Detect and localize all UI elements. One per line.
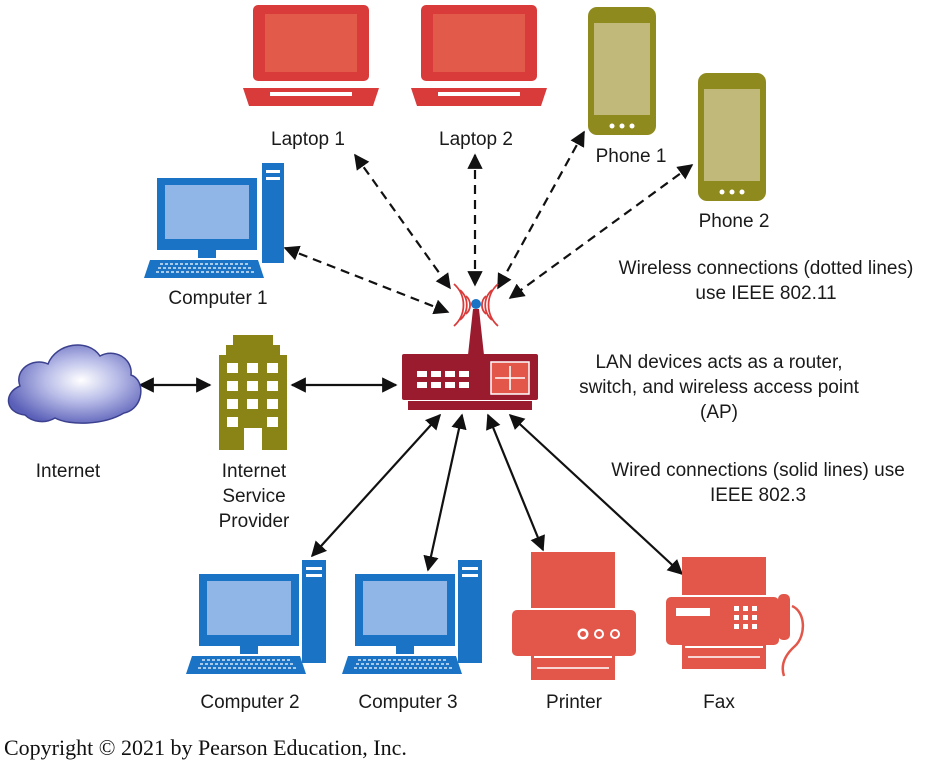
phone-icon xyxy=(698,73,766,201)
wifi-signal-icon xyxy=(453,283,499,327)
link-printer xyxy=(486,413,545,552)
desktop-computer-icon xyxy=(342,560,482,674)
phone-2-label: Phone 2 xyxy=(699,211,770,232)
isp-label-line1: Internet xyxy=(222,461,287,482)
isp-label-line2: Service xyxy=(222,486,285,507)
desktop-computer-icon xyxy=(186,560,326,674)
link-computer1 xyxy=(283,245,450,315)
computer-2-label: Computer 2 xyxy=(200,692,299,713)
lan-note: LAN devices acts as a router, switch, an… xyxy=(579,352,860,423)
computer-2: Computer 2 xyxy=(186,560,326,713)
computer-3-label: Computer 3 xyxy=(358,692,457,713)
link-computer3 xyxy=(423,413,467,572)
lan-note-line3: (AP) xyxy=(700,402,738,423)
fax: Fax xyxy=(666,557,805,713)
wired-note-line2: IEEE 802.3 xyxy=(710,485,806,506)
laptop-1: Laptop 1 xyxy=(243,5,379,150)
copyright-text: Copyright © 2021 by Pearson Education, I… xyxy=(4,735,407,760)
link-fax xyxy=(508,413,684,576)
phone-2: Phone 2 xyxy=(698,73,769,232)
wireless-connections xyxy=(283,130,694,315)
link-computer2 xyxy=(310,413,442,558)
wireless-note-line1: Wireless connections (dotted lines) xyxy=(619,258,914,279)
phone-icon xyxy=(588,7,656,135)
wireless-note: Wireless connections (dotted lines) use … xyxy=(619,258,914,304)
lan-note-line1: LAN devices acts as a router, xyxy=(595,352,842,373)
internet: Internet xyxy=(7,344,142,482)
isp-label-line3: Provider xyxy=(219,511,290,532)
fax-label: Fax xyxy=(703,692,735,713)
fax-icon xyxy=(666,557,805,677)
laptop-icon xyxy=(243,5,379,106)
printer-icon xyxy=(512,552,636,680)
computer-3: Computer 3 xyxy=(342,560,482,713)
laptop-1-label: Laptop 1 xyxy=(271,129,345,150)
wired-connections xyxy=(138,377,684,576)
wired-note: Wired connections (solid lines) use IEEE… xyxy=(611,460,905,506)
laptop-2-label: Laptop 2 xyxy=(439,129,513,150)
desktop-computer-icon xyxy=(144,163,284,278)
wireless-note-line2: use IEEE 802.11 xyxy=(695,283,836,304)
computer-1-label: Computer 1 xyxy=(168,288,267,309)
router-icon xyxy=(402,283,538,410)
phone-1: Phone 1 xyxy=(588,7,666,167)
isp: Internet Service Provider xyxy=(219,335,290,532)
internet-label: Internet xyxy=(36,461,101,482)
laptop-icon xyxy=(411,5,547,106)
router xyxy=(402,283,538,410)
laptop-2: Laptop 2 xyxy=(411,5,547,150)
computer-1: Computer 1 xyxy=(144,163,284,309)
lan-note-line2: switch, and wireless access point xyxy=(579,377,860,398)
phone-1-label: Phone 1 xyxy=(596,146,667,167)
printer-label: Printer xyxy=(546,692,603,713)
link-phone1 xyxy=(497,130,585,290)
cloud-icon xyxy=(7,344,142,424)
link-phone2 xyxy=(508,164,694,299)
building-icon xyxy=(219,335,287,450)
wired-note-line1: Wired connections (solid lines) use xyxy=(611,460,905,481)
link-laptop1 xyxy=(354,153,451,290)
printer: Printer xyxy=(512,552,636,713)
